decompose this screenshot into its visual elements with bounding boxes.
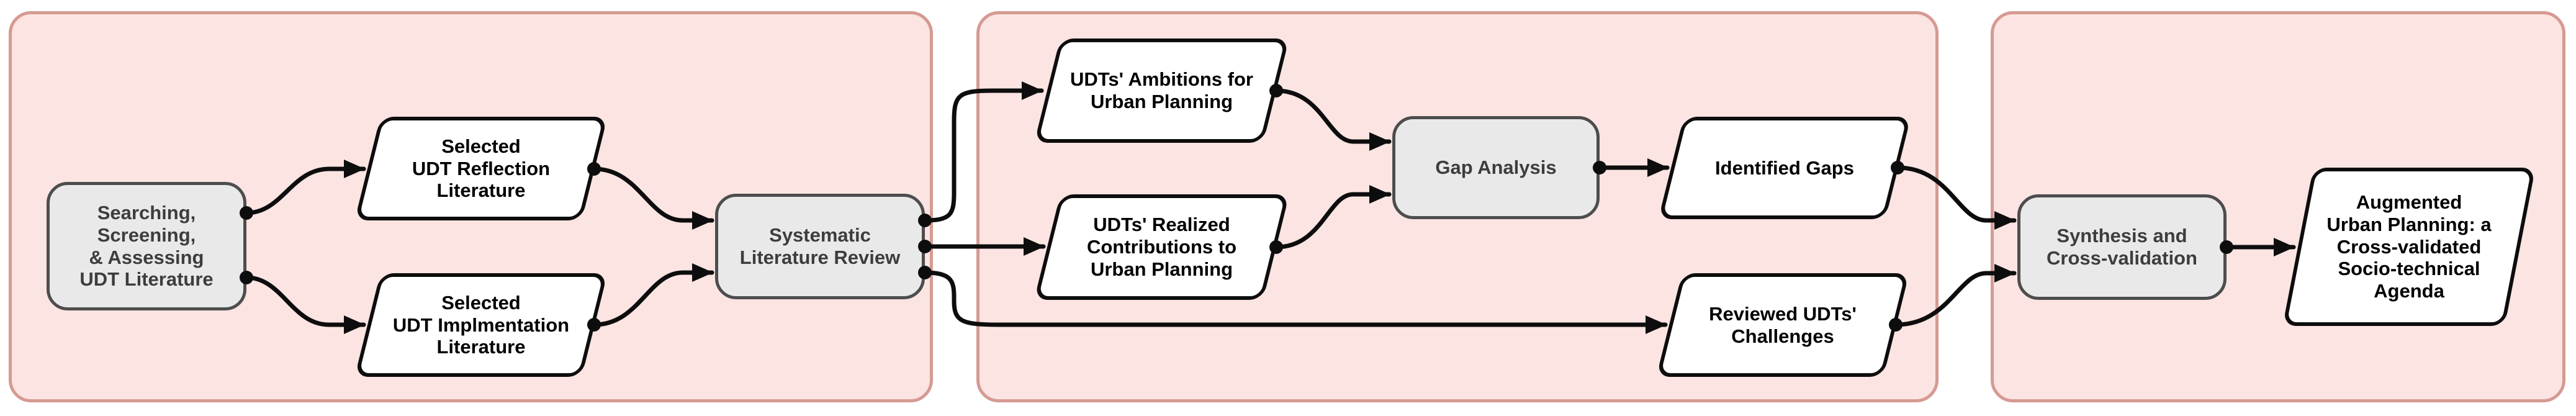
node-selected-udt-reflection-literature: Selected UDT Reflection Literature [354, 117, 608, 220]
connector-dot [1889, 318, 1903, 332]
edge-challenges-to-synthesis [1893, 264, 2017, 327]
node-label: Selected UDT Reflection Literature [412, 135, 551, 202]
node-synthesis-cross-validation: Synthesis and Cross-validation [2017, 194, 2227, 300]
node-label: Searching, Screening, & Assessing UDT Li… [79, 201, 214, 291]
edge-search-to-reflection [244, 160, 366, 215]
connector-dot [1891, 161, 1904, 174]
edge-search-to-implementation [244, 275, 366, 334]
edge-reflection-to-slr [592, 166, 714, 230]
node-udts-realized-contributions: UDTs' Realized Contributions to Urban Pl… [1034, 194, 1290, 300]
connector-dot [918, 214, 932, 227]
node-label: Identified Gaps [1715, 156, 1854, 179]
node-gap-analysis: Gap Analysis [1392, 116, 1600, 219]
node-identified-gaps: Identified Gaps [1657, 117, 1912, 219]
node-reviewed-udts-challenges: Reviewed UDTs' Challenges [1655, 273, 1910, 377]
node-label: UDTs' Ambitions for Urban Planning [1070, 68, 1253, 112]
node-label: UDTs' Realized Contributions to Urban Pl… [1086, 214, 1237, 280]
node-searching-screening-assessing: Searching, Screening, & Assessing UDT Li… [47, 182, 246, 310]
edge-slr-to-ambitions [922, 81, 1044, 223]
connector-dot [918, 266, 932, 279]
connector-dot [1269, 84, 1283, 97]
connector-dot [587, 162, 601, 176]
node-label: Synthesis and Cross-validation [2047, 225, 2197, 269]
node-augmented-urban-planning-agenda: Augmented Urban Planning: a Cross-valida… [2281, 168, 2537, 326]
connector-dot [2220, 240, 2233, 254]
node-label: Reviewed UDTs' Challenges [1709, 302, 1857, 347]
connector-dot [240, 271, 253, 284]
connector-dot [918, 240, 932, 253]
edge-ambitions-to-gap [1274, 88, 1392, 151]
connector-dot [1593, 161, 1606, 174]
node-label: Selected UDT Implmentation Literature [392, 291, 570, 358]
node-label: Systematic Literature Review [739, 224, 901, 268]
connector-dot [1269, 240, 1283, 254]
node-selected-udt-implementation-literature: Selected UDT Implmentation Literature [354, 273, 608, 377]
edge-implementation-to-slr [592, 263, 714, 327]
edge-realized-to-gap [1274, 185, 1392, 250]
node-udts-ambitions: UDTs' Ambitions for Urban Planning [1034, 38, 1290, 143]
edge-identified-to-synthesis [1895, 165, 2017, 230]
node-label: Gap Analysis [1435, 156, 1557, 179]
connector-dot [240, 206, 253, 220]
connector-dot [587, 318, 601, 332]
edge-slr-to-challenges [922, 270, 1668, 334]
node-label: Augmented Urban Planning: a Cross-valida… [2326, 191, 2492, 302]
